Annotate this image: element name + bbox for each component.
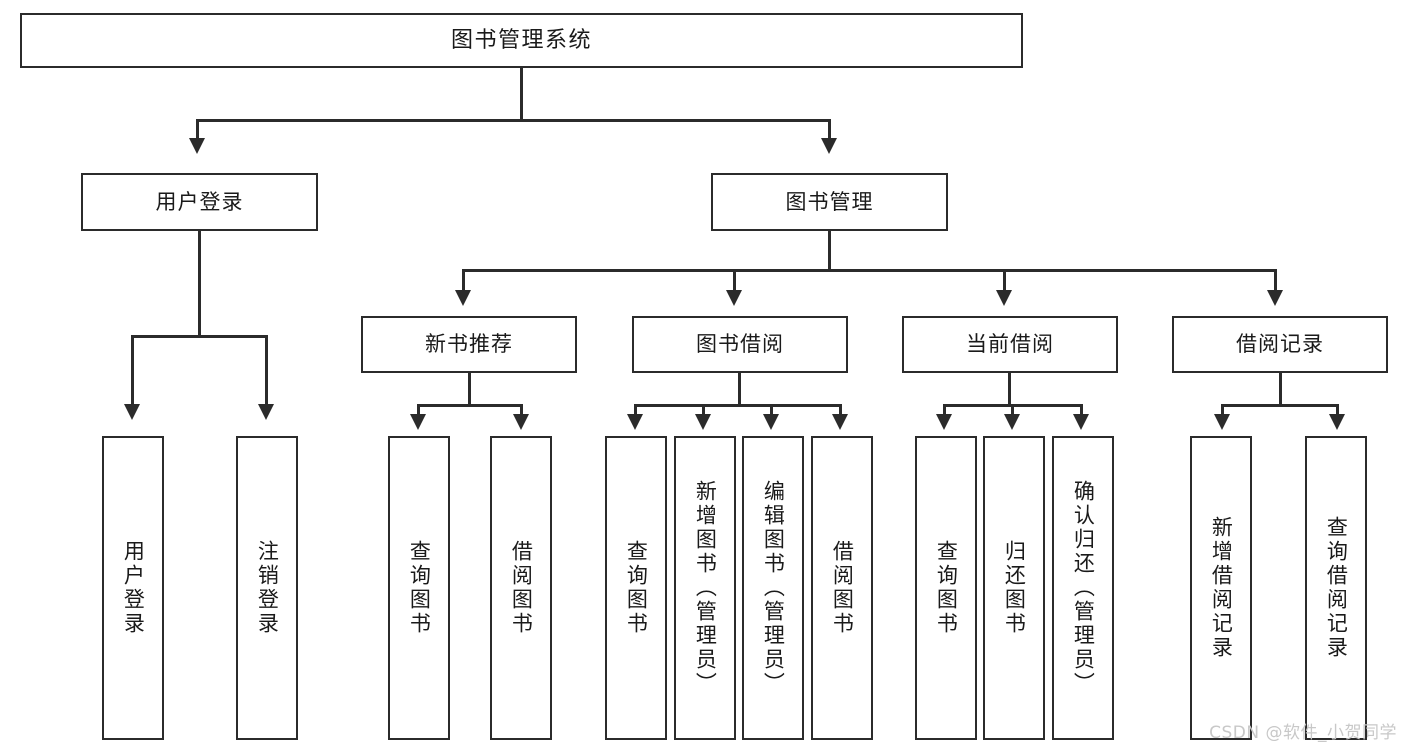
arrow-to-borrow-record [1267,290,1283,306]
arrow-book-borrow-leaf-0 [627,414,643,430]
arrow-new-book-leaf-1 [513,414,529,430]
node-label: 借阅图书 [830,540,855,636]
edge-borrow-record-leaf-0 [1221,404,1224,418]
edge-book-borrow-splitter [634,404,842,407]
arrow-borrow-record-leaf-1 [1329,414,1345,430]
edge-user-login-stem [198,231,201,337]
edge-current-borrow-stem [1008,373,1011,406]
arrow-current-borrow-leaf-0 [936,414,952,430]
leaf-book-borrow-3[interactable]: 借阅图书 [811,436,873,740]
arrow-borrow-record-leaf-0 [1214,414,1230,430]
node-label: 新书推荐 [425,332,513,357]
edge-book-mgmt-stem [828,231,831,271]
edge-borrow-record-leaf-1 [1336,404,1339,418]
node-label: 借阅记录 [1236,332,1324,357]
edge-to-book-borrow [733,269,736,293]
leaf-book-borrow-0[interactable]: 查询图书 [605,436,667,740]
node-label: 新增图书（管理员） [693,480,718,696]
edge-user-login-leaf-1 [265,335,268,407]
node-label: 图书借阅 [696,332,784,357]
node-label: 查询图书 [407,540,432,636]
node-borrow-record[interactable]: 借阅记录 [1172,316,1388,373]
node-label: 用户登录 [155,189,244,214]
node-new-book-recommend[interactable]: 新书推荐 [361,316,577,373]
edge-current-borrow-leaf-0 [943,404,946,418]
edge-user-login-splitter [131,335,268,338]
leaf-new-book-0[interactable]: 查询图书 [388,436,450,740]
edge-new-book-stem [468,373,471,406]
csdn-watermark: CSDN @软件_小贺同学 [1209,723,1397,743]
leaf-book-borrow-2[interactable]: 编辑图书（管理员） [742,436,804,740]
edge-to-book-mgmt [828,119,831,141]
edge-new-book-leaf-1 [520,404,523,418]
edge-to-borrow-record [1274,269,1277,293]
arrow-current-borrow-leaf-1 [1004,414,1020,430]
node-label: 编辑图书（管理员） [761,480,786,696]
edge-current-borrow-leaf-2 [1080,404,1083,418]
edge-book-borrow-leaf-3 [839,404,842,418]
edge-book-borrow-leaf-1 [702,404,705,418]
edge-book-borrow-leaf-0 [634,404,637,418]
node-label: 查询图书 [934,540,959,636]
edge-new-book-leaf-0 [417,404,420,418]
arrow-book-borrow-leaf-2 [763,414,779,430]
edge-root-splitter [196,119,830,122]
node-user-login[interactable]: 用户登录 [81,173,318,231]
edge-root-stem [520,68,523,120]
edge-to-new-book [462,269,465,293]
arrow-to-book-mgmt [821,138,837,154]
edge-borrow-record-stem [1279,373,1282,406]
node-label: 图书管理系统 [450,27,592,53]
arrow-book-borrow-leaf-1 [695,414,711,430]
node-label: 用户登录 [121,540,146,636]
edge-to-current-borrow [1003,269,1006,293]
arrow-new-book-leaf-0 [410,414,426,430]
node-label: 查询图书 [624,540,649,636]
node-label: 借阅图书 [509,540,534,636]
node-book-borrow[interactable]: 图书借阅 [632,316,848,373]
arrow-book-borrow-leaf-3 [832,414,848,430]
leaf-borrow-record-1[interactable]: 查询借阅记录 [1305,436,1367,740]
leaf-borrow-record-0[interactable]: 新增借阅记录 [1190,436,1252,740]
arrow-user-login-leaf-0 [124,404,140,420]
arrow-current-borrow-leaf-2 [1073,414,1089,430]
leaf-current-borrow-2[interactable]: 确认归还（管理员） [1052,436,1114,740]
node-label: 当前借阅 [966,332,1054,357]
node-current-borrow[interactable]: 当前借阅 [902,316,1118,373]
node-label: 查询借阅记录 [1324,516,1349,660]
arrow-to-current-borrow [996,290,1012,306]
leaf-user-login-0[interactable]: 用户登录 [102,436,164,740]
arrow-to-book-borrow [726,290,742,306]
leaf-book-borrow-1[interactable]: 新增图书（管理员） [674,436,736,740]
leaf-current-borrow-1[interactable]: 归还图书 [983,436,1045,740]
edge-to-user-login [196,119,199,141]
node-label: 归还图书 [1002,540,1027,636]
node-book-management[interactable]: 图书管理 [711,173,948,231]
edge-book-mgmt-splitter [462,269,1277,272]
arrow-user-login-leaf-1 [258,404,274,420]
node-root-system[interactable]: 图书管理系统 [20,13,1023,68]
edge-borrow-record-splitter [1221,404,1339,407]
node-label: 注销登录 [255,540,280,636]
edge-book-borrow-leaf-2 [770,404,773,418]
edge-book-borrow-stem [738,373,741,406]
node-label: 确认归还（管理员） [1071,480,1096,696]
node-label: 新增借阅记录 [1209,516,1234,660]
leaf-current-borrow-0[interactable]: 查询图书 [915,436,977,740]
edge-current-borrow-leaf-1 [1011,404,1014,418]
arrow-to-user-login [189,138,205,154]
edge-new-book-splitter [417,404,523,407]
edge-user-login-leaf-0 [131,335,134,407]
leaf-new-book-1[interactable]: 借阅图书 [490,436,552,740]
node-label: 图书管理 [785,189,874,214]
leaf-user-login-1[interactable]: 注销登录 [236,436,298,740]
arrow-to-new-book [455,290,471,306]
